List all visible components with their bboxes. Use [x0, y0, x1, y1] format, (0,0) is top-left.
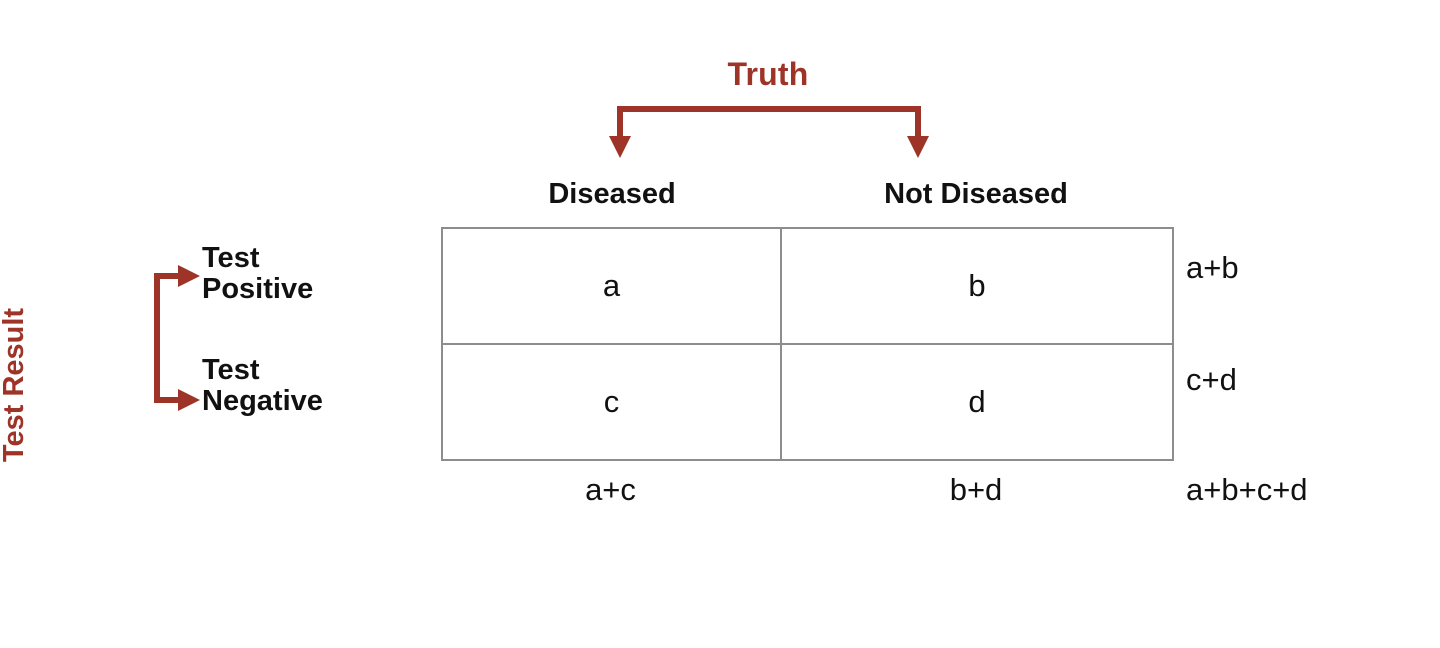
- column-header-not-diseased: Not Diseased: [884, 178, 1068, 210]
- down-split-arrow-icon: [609, 106, 929, 158]
- row-label-line-1: Test: [202, 354, 260, 386]
- row-total-negative: c+d: [1186, 362, 1237, 397]
- cell-false-negative: c: [441, 343, 782, 461]
- cell-false-positive: b: [780, 227, 1174, 345]
- cell-true-positive: a: [441, 227, 782, 345]
- column-total-diseased: a+c: [585, 472, 636, 507]
- confusion-matrix-table: a b c d: [441, 227, 1174, 461]
- table-row: c d: [441, 343, 1174, 461]
- row-label-test-negative: Test Negative: [202, 354, 402, 418]
- test-result-axis-title: Test Result: [0, 307, 30, 463]
- row-label-test-positive: Test Positive: [202, 242, 402, 306]
- right-split-arrow-icon: [154, 265, 200, 411]
- column-header-diseased: Diseased: [548, 178, 676, 210]
- row-total-positive: a+b: [1186, 250, 1239, 285]
- column-total-not-diseased: b+d: [949, 472, 1003, 507]
- table-row: a b: [441, 227, 1174, 345]
- row-label-line-1: Test: [202, 242, 260, 274]
- grand-total: a+b+c+d: [1186, 472, 1308, 507]
- cell-true-negative: d: [780, 343, 1174, 461]
- row-label-line-2: Negative: [202, 385, 323, 418]
- truth-axis-title: Truth: [727, 56, 809, 92]
- row-label-line-2: Positive: [202, 273, 314, 306]
